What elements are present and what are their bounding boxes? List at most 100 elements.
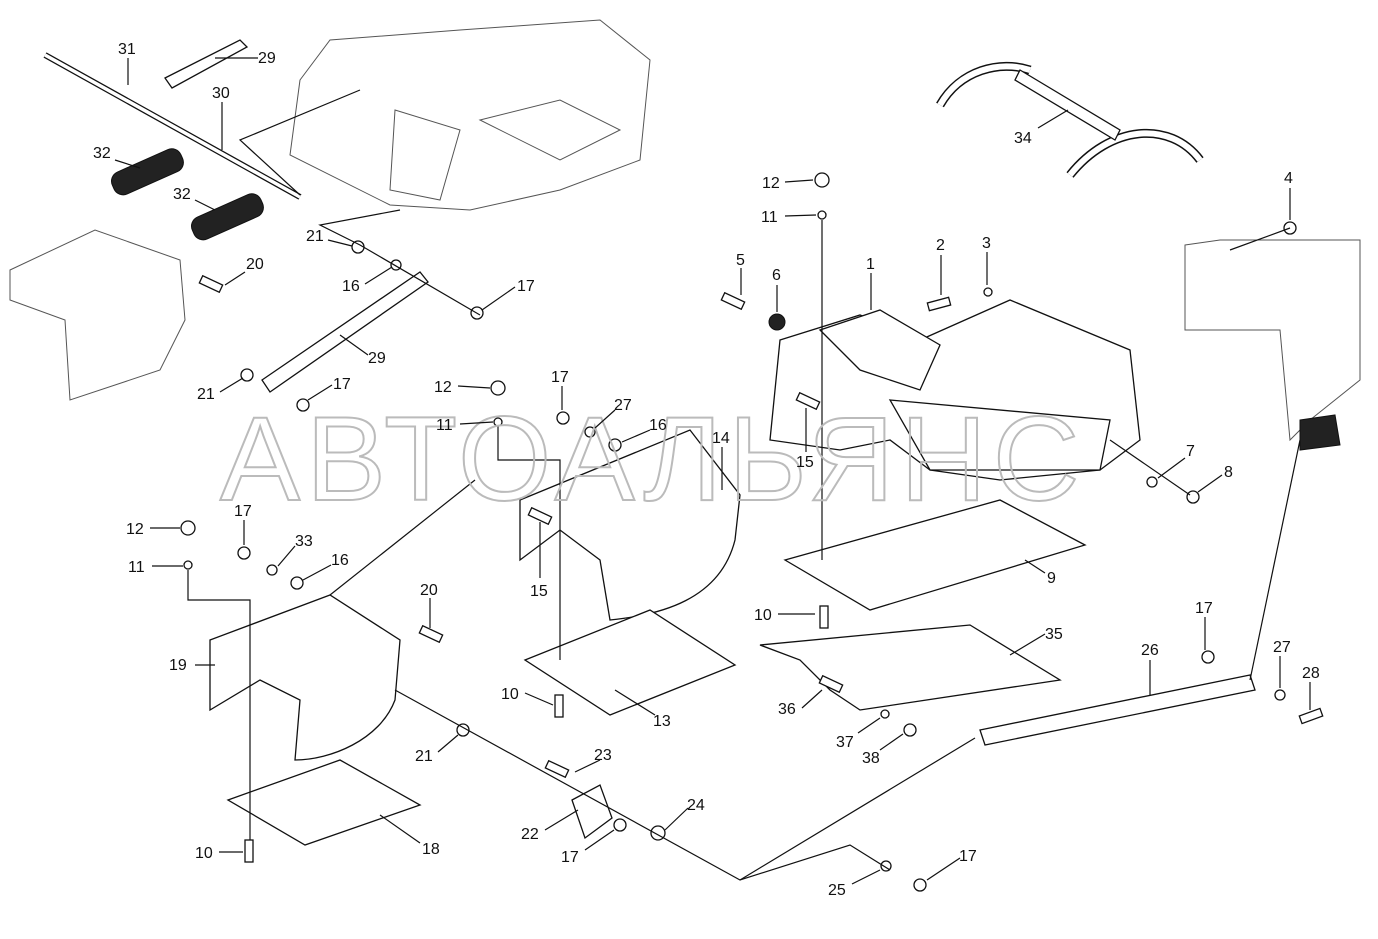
callout: 11 (436, 417, 453, 434)
fastener (240, 368, 254, 382)
callout: 17 (517, 278, 535, 295)
leader-line (614, 689, 656, 716)
plate-22 (571, 784, 613, 840)
callout: 17 (959, 848, 977, 865)
leader-line (1009, 633, 1046, 656)
fastener (1274, 689, 1286, 701)
callout: 17 (551, 369, 569, 386)
leader-line (302, 564, 332, 581)
callout: 30 (212, 85, 230, 102)
leader-line (1197, 474, 1223, 493)
callout: 25 (828, 882, 846, 899)
fastener (456, 723, 470, 737)
callout: 14 (712, 430, 730, 447)
leader-line (1037, 109, 1069, 129)
callout: 10 (195, 845, 213, 862)
plate-18 (226, 759, 422, 846)
plate-9 (783, 499, 1087, 611)
callout: 28 (1302, 665, 1320, 682)
callout: 21 (415, 748, 433, 765)
callout: 33 (295, 533, 313, 550)
callout: 10 (501, 686, 519, 703)
bolt (818, 674, 844, 694)
chute-14 (519, 429, 741, 621)
assembly-lines (187, 89, 1301, 881)
leader-line (621, 429, 651, 443)
callout: 15 (796, 454, 814, 471)
fastener (613, 818, 627, 832)
leader-line (459, 421, 494, 425)
leader-line (277, 545, 296, 567)
left-frame-ghost (9, 229, 186, 401)
fastener (180, 520, 196, 536)
leader-line (544, 809, 579, 831)
right-frame-ghost (1184, 239, 1361, 451)
fastener (556, 411, 570, 425)
callout: 17 (1195, 600, 1213, 617)
leader-line (437, 734, 459, 753)
rod-26 (979, 674, 1256, 746)
callout: 27 (614, 397, 632, 414)
callout: 32 (93, 145, 111, 162)
fastener (351, 240, 365, 254)
callout: 29 (368, 350, 386, 367)
callout: 11 (128, 559, 145, 576)
leader-line (784, 214, 817, 217)
bolt (527, 506, 553, 526)
callout: 24 (687, 797, 705, 814)
leader-line (339, 334, 369, 356)
callout: 3 (982, 235, 991, 252)
bolt (544, 759, 570, 779)
callout: 12 (126, 521, 144, 538)
leader-line (1024, 559, 1046, 574)
leader-line (879, 733, 904, 751)
callout: 29 (258, 50, 276, 67)
callout: 17 (561, 849, 579, 866)
bolt (795, 391, 821, 411)
callout: 38 (862, 750, 880, 767)
bolt (418, 624, 444, 644)
callout: 2 (936, 237, 945, 254)
bolt (720, 291, 746, 311)
callout: 8 (1224, 464, 1233, 481)
leader-line (379, 814, 421, 844)
leader-line (851, 869, 881, 885)
fastener (903, 723, 917, 737)
leader-line (219, 377, 244, 393)
fastener (266, 564, 278, 576)
fastener (608, 438, 622, 452)
leader-line (664, 807, 689, 831)
callout: 37 (836, 734, 854, 751)
callout: 13 (653, 713, 671, 730)
fastener (983, 287, 993, 297)
callout: 21 (197, 386, 215, 403)
fastener (490, 380, 506, 396)
plate-13 (523, 609, 737, 716)
callout: 7 (1186, 443, 1195, 460)
bolt (244, 839, 254, 863)
leader-line (307, 384, 333, 401)
springs-32 (111, 148, 264, 241)
callout: 22 (521, 826, 539, 843)
callout: 6 (772, 267, 781, 284)
callout: 5 (736, 252, 745, 269)
bolt (819, 605, 829, 629)
callout: 23 (594, 747, 612, 764)
callout: 12 (434, 379, 452, 396)
leader-lines (114, 57, 1311, 885)
leader-line (114, 159, 141, 169)
hardware (180, 172, 1324, 892)
callout: 18 (422, 841, 440, 858)
callout: 4 (1284, 170, 1293, 187)
callout: 10 (754, 607, 772, 624)
leader-line (594, 409, 616, 429)
rods (43, 39, 429, 393)
leader-line (574, 759, 601, 773)
fastener (237, 546, 251, 560)
leader-line (327, 239, 353, 247)
callout: 9 (1047, 570, 1056, 587)
bracket-35 (759, 624, 1062, 711)
leader-line (524, 692, 554, 706)
leader-line (457, 385, 491, 389)
